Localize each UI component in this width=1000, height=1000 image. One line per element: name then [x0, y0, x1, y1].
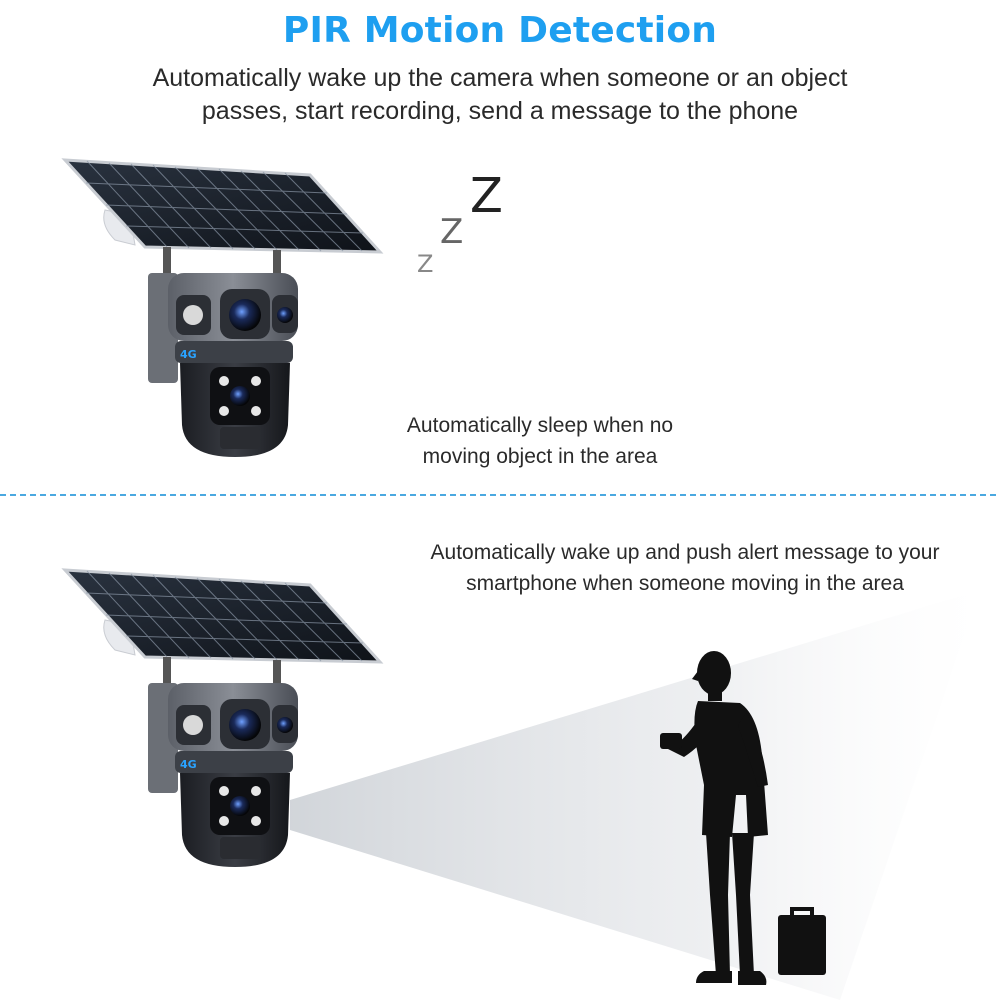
- wake-caption-line-2: smartphone when someone moving in the ar…: [466, 572, 904, 595]
- sleep-caption-line-2: moving object in the area: [422, 445, 658, 468]
- camera-sleep-illustration: 4G: [60, 155, 390, 465]
- subtitle-line-2: passes, start recording, send a message …: [201, 97, 799, 125]
- section-divider: [0, 491, 1000, 499]
- detection-beam: [280, 590, 1000, 1000]
- walking-person-icon: [660, 651, 826, 985]
- sleep-caption-line-1: Automatically sleep when no: [406, 414, 674, 437]
- 4g-badge: 4G: [180, 758, 197, 771]
- 4g-badge: 4G: [180, 348, 197, 361]
- page-title: PIR Motion Detection: [282, 10, 718, 51]
- sleep-z-large: Z: [470, 168, 503, 224]
- sleep-z-medium: Z: [440, 212, 464, 252]
- sleep-z-small: Z: [417, 250, 434, 278]
- subtitle-line-1: Automatically wake up the camera when so…: [152, 64, 848, 92]
- solar-camera-image: 4G: [61, 568, 384, 867]
- wake-caption-line-1: Automatically wake up and push alert mes…: [430, 541, 940, 564]
- person-silhouette: [650, 645, 840, 990]
- solar-camera-image: 4G: [61, 158, 384, 457]
- camera-wake-illustration: 4G: [60, 565, 390, 875]
